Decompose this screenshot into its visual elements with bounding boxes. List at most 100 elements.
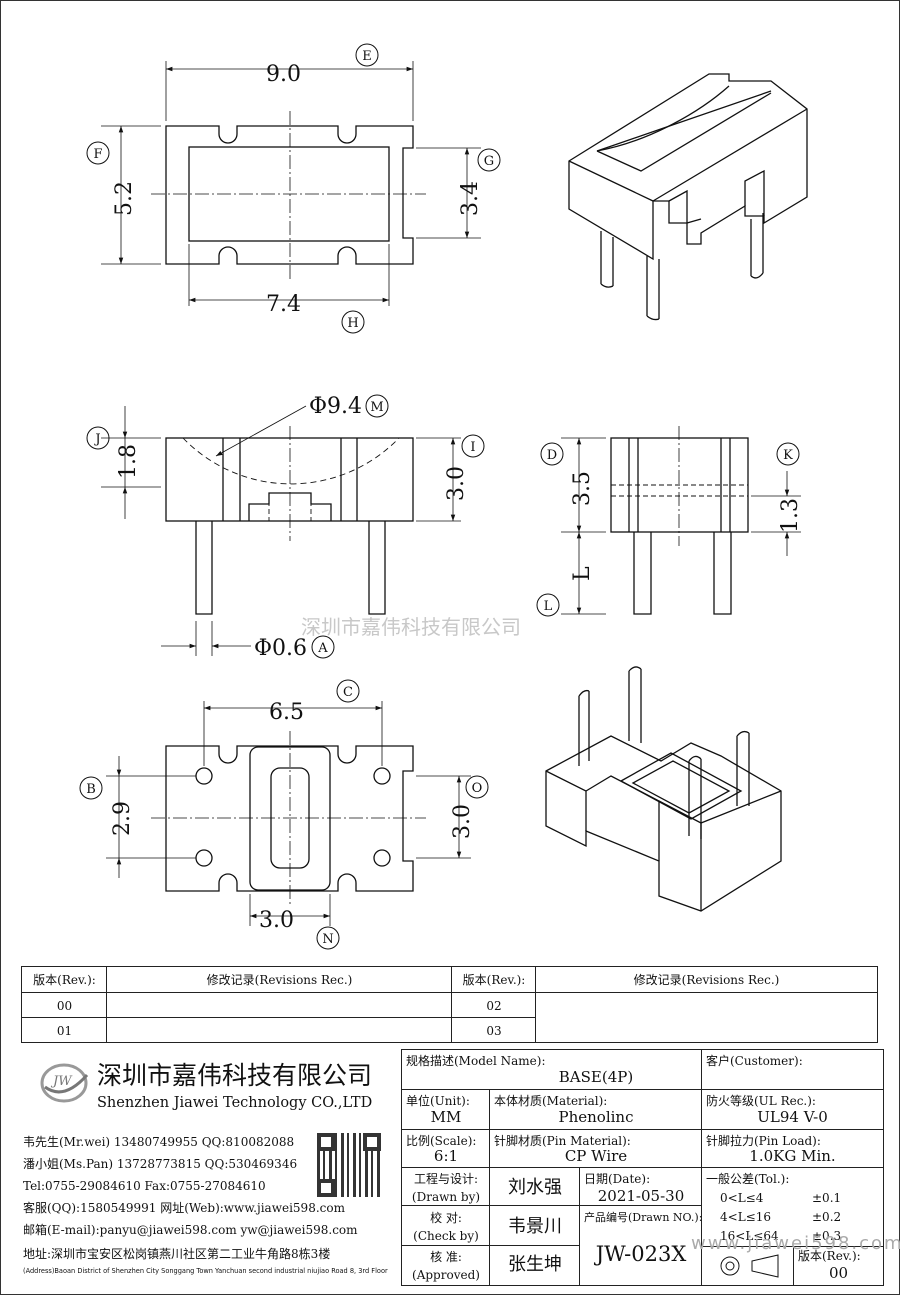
- dim-J-value: 1.8: [116, 444, 141, 479]
- dim-L-value: L: [570, 566, 595, 581]
- tag-A: A: [317, 641, 328, 656]
- approved-value: 张生坤: [508, 1254, 562, 1275]
- side-view: [561, 426, 801, 615]
- rev-value: 00: [828, 1264, 849, 1282]
- date-value: 2021-05-30: [597, 1187, 685, 1205]
- rec-header-left: 修改记录(Revisions Rec.): [206, 973, 353, 987]
- tag-C: C: [343, 685, 353, 700]
- drawn-by-value: 刘水强: [508, 1177, 562, 1198]
- pin-material-value: CP Wire: [564, 1147, 628, 1165]
- front-view: [101, 405, 461, 656]
- model-name-value: BASE(4P): [558, 1068, 634, 1086]
- dim-O-value: 3.0: [450, 804, 475, 839]
- customer-label: 客户(Customer):: [706, 1054, 803, 1068]
- revision-table: 版本(Rev.): 修改记录(Revisions Rec.) 版本(Rev.):…: [21, 966, 878, 1043]
- dim-F-value: 5.2: [112, 181, 137, 216]
- top-view: [101, 61, 481, 306]
- tag-F: F: [93, 147, 102, 162]
- tol-range-2: 4<L≤16: [720, 1210, 771, 1224]
- contact-line-4: 客服(QQ):1580549991 网址(Web):www.jiawei598.…: [23, 1201, 345, 1215]
- rev-row-00: 00: [56, 999, 73, 1013]
- pin-material-label: 针脚材质(Pin Material):: [494, 1134, 631, 1148]
- tol-range-1: 0<L≤4: [720, 1191, 764, 1205]
- pin-load-label: 针脚拉力(Pin Load):: [706, 1134, 821, 1148]
- contact-line-2: 潘小姐(Ms.Pan) 13728773815 QQ:530469346: [23, 1157, 298, 1171]
- watermark-url: www.jiawei598.com: [691, 1233, 900, 1254]
- scale-value: 6:1: [433, 1147, 459, 1165]
- check-by-label-cn: 校 对:: [430, 1211, 462, 1225]
- unit-value: MM: [430, 1108, 462, 1126]
- date-label: 日期(Date):: [584, 1172, 651, 1186]
- projection-symbol-icon: [718, 1252, 784, 1280]
- tag-L: L: [544, 599, 553, 614]
- tag-B: B: [86, 782, 96, 797]
- bottom-view: [106, 701, 471, 926]
- dim-N-value: 3.0: [259, 908, 294, 933]
- pin-load-value: 1.0KG Min.: [749, 1147, 836, 1165]
- dim-C-value: 6.5: [269, 700, 304, 725]
- unit-label: 单位(Unit):: [406, 1094, 470, 1108]
- rev-label: 版本(Rev.):: [798, 1249, 861, 1263]
- company-panel: JW 深圳市嘉伟科技有限公司 Shenzhen Jiawei Technolog…: [21, 1049, 399, 1286]
- logo-text: JW: [53, 1074, 72, 1089]
- address-cn: 地址:深圳市宝安区松岗镇燕川社区第二工业牛角路8栋3楼: [23, 1247, 331, 1261]
- tolerance-label: 一般公差(Tol.):: [706, 1172, 790, 1186]
- dim-G-value: 3.4: [458, 181, 483, 216]
- address-en: (Address)Baoan District of Shenzhen City…: [23, 1267, 388, 1275]
- watermark-text: 深圳市嘉伟科技有限公司: [301, 615, 521, 639]
- dim-M-value: Φ9.4: [309, 394, 362, 419]
- isometric-view-top: [568, 73, 808, 321]
- drawn-by-label-en: (Drawn by): [411, 1190, 481, 1204]
- rev-row-01: 01: [56, 1024, 73, 1038]
- drawn-no-label: 产品编号(Drawn NO.):: [584, 1211, 703, 1224]
- contact-line-1: 韦先生(Mr.wei) 13480749955 QQ:810082088: [23, 1135, 295, 1149]
- tag-J: J: [93, 432, 100, 447]
- rev-row-03: 03: [486, 1024, 502, 1038]
- approved-label-en: (Approved): [412, 1268, 480, 1282]
- material-value: Phenolinc: [558, 1108, 634, 1126]
- rev-header-right: 版本(Rev.):: [462, 973, 526, 987]
- qr-code-icon: [317, 1133, 381, 1197]
- dim-A-value: Φ0.6: [254, 636, 307, 661]
- tag-K: K: [783, 448, 793, 463]
- tag-G: G: [484, 154, 494, 169]
- rec-header-right: 修改记录(Revisions Rec.): [633, 973, 780, 987]
- dim-I-value: 3.0: [444, 466, 469, 501]
- dim-H-value: 7.4: [266, 292, 301, 317]
- dim-K-value: 1.3: [778, 498, 803, 533]
- contact-line-3: Tel:0755-29084610 Fax:0755-27084610: [23, 1179, 266, 1193]
- drawn-by-label-cn: 工程与设计:: [413, 1172, 479, 1186]
- tol-value-3: ±0.3: [812, 1229, 842, 1243]
- model-name-label: 规格描述(Model Name):: [406, 1054, 546, 1068]
- approved-label-cn: 核 准:: [430, 1250, 462, 1264]
- rev-row-02: 02: [486, 999, 502, 1013]
- ul-value: UL94 V-0: [757, 1108, 828, 1126]
- company-name-en: Shenzhen Jiawei Technology CO.,LTD: [97, 1095, 373, 1111]
- isometric-view-bottom: [545, 666, 782, 912]
- title-block: 规格描述(Model Name): BASE(4P) 客户(Customer):…: [401, 1049, 884, 1286]
- dim-B-value: 2.9: [110, 801, 135, 836]
- tag-N: N: [322, 932, 333, 947]
- dim-E-value: 9.0: [266, 62, 301, 87]
- check-by-value: 韦景川: [508, 1216, 562, 1237]
- check-by-label-en: (Check by): [413, 1229, 479, 1243]
- company-logo: JW: [39, 1061, 89, 1105]
- technical-drawing: 9.0 5.2 3.4 7.4 1.8 Φ9.4 3.0 Φ0.6 3.5 1.…: [79, 43, 808, 950]
- contact-line-5: 邮箱(E-mail):panyu@jiawei598.com yw@jiawei…: [23, 1223, 358, 1237]
- tag-O: O: [472, 781, 483, 796]
- tag-M: M: [370, 400, 383, 415]
- material-label: 本体材质(Material):: [494, 1094, 608, 1108]
- drawn-no-value: JW-023X: [595, 1242, 687, 1266]
- tol-value-1: ±0.1: [812, 1191, 842, 1205]
- tol-range-3: 16<L≤64: [720, 1229, 779, 1243]
- rev-header-left: 版本(Rev.):: [33, 973, 96, 987]
- tag-E: E: [362, 49, 372, 64]
- scale-label: 比例(Scale):: [406, 1134, 477, 1148]
- company-name-cn: 深圳市嘉伟科技有限公司: [97, 1061, 373, 1090]
- tag-I: I: [470, 440, 475, 455]
- ul-label: 防火等级(UL Rec.):: [706, 1094, 816, 1108]
- tol-value-2: ±0.2: [812, 1210, 842, 1224]
- tag-H: H: [347, 316, 358, 331]
- tag-D: D: [547, 448, 557, 463]
